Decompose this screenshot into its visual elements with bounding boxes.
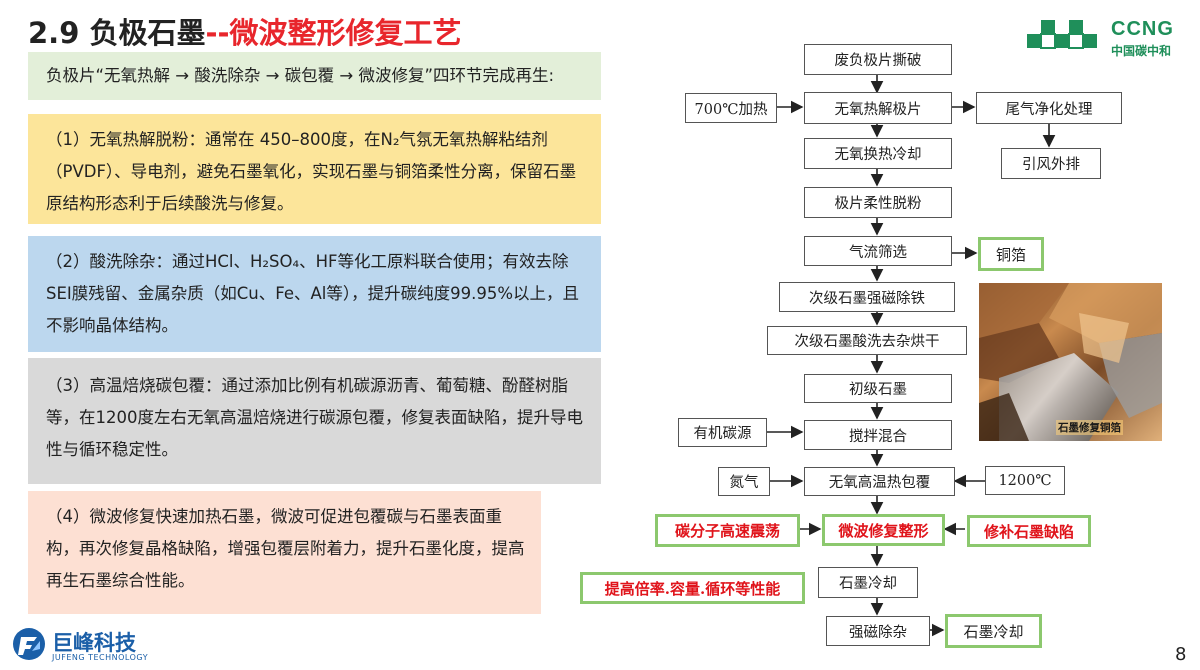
flow-input-temperature: 1200℃ <box>985 466 1065 495</box>
flow-output-copper-foil: 铜箔 <box>978 237 1044 271</box>
flow-input-nitrogen: 氮气 <box>718 467 770 496</box>
flow-note-performance: 提高倍率.容量.循环等性能 <box>580 572 805 604</box>
flow-step-powder-removal: 极片柔性脱粉 <box>804 187 952 218</box>
flow-step-graphite-cooling: 石墨冷却 <box>818 567 918 598</box>
flow-note-vibration: 碳分子高速震荡 <box>655 514 800 547</box>
page-number: 8 <box>1175 644 1187 665</box>
flow-step-primary-graphite: 初级石墨 <box>804 374 952 403</box>
intro-banner: 负极片“无氧热解 → 酸洗除杂 → 碳包覆 → 微波修复”四环节完成再生: <box>28 52 601 100</box>
flow-step-pyrolysis: 无氧热解极片 <box>804 92 952 124</box>
flow-tail-gas-treatment: 尾气净化处理 <box>976 92 1122 124</box>
flow-input-organic-carbon: 有机碳源 <box>678 418 767 447</box>
copper-foil-photo <box>979 283 1162 441</box>
step-3-panel: （3）高温焙烧碳包覆：通过添加比例有机碳源沥青、葡萄糖、酚醛树脂等，在1200度… <box>28 358 601 484</box>
ccng-logo-text: CCNG <box>1111 18 1174 40</box>
flow-step-cooling: 无氧换热冷却 <box>804 138 952 169</box>
title-sub: --微波整形修复工艺 <box>205 16 462 50</box>
step-4-panel: （4）微波修复快速加热石墨，微波可促进包覆碳与石墨表面重构，再次修复晶格缺陷，增… <box>28 491 541 614</box>
step-2-panel: （2）酸洗除杂：通过HCl、H₂SO₄、HF等化工原料联合使用；有效去除SEI膜… <box>28 236 601 352</box>
flow-note-defect-repair: 修补石墨缺陷 <box>967 515 1091 547</box>
photo-caption: 石墨修复铜箔 <box>1056 420 1123 435</box>
company-name: 巨峰科技 <box>52 631 136 655</box>
flow-output-graphite-cooling: 石墨冷却 <box>945 614 1042 648</box>
flow-step-air-sieving: 气流筛选 <box>804 236 952 266</box>
jufeng-logo-icon <box>13 628 45 660</box>
page-title: 2.9 负极石墨--微波整形修复工艺 <box>28 10 462 52</box>
flow-step-microwave-repair: 微波修复整形 <box>822 514 945 546</box>
flow-step-coating: 无氧高温热包覆 <box>804 467 955 496</box>
flow-input-heating: 700℃加热 <box>685 93 777 123</box>
flow-step-mixing: 搅拌混合 <box>804 420 952 450</box>
flow-step-acid-wash: 次级石墨酸洗去杂烘干 <box>767 326 967 355</box>
flow-step-magnetic-impurity-removal: 强磁除杂 <box>826 616 930 646</box>
company-name-en: JUFENG TECHNOLOGY <box>52 653 149 662</box>
title-main: 2.9 负极石墨 <box>28 16 206 50</box>
ccng-logo-subtext: 中国碳中和 <box>1111 44 1172 58</box>
ccng-logo-icon <box>1027 20 1097 49</box>
flow-step-shred: 废负极片撕破 <box>804 44 952 75</box>
flow-step-magnetic-iron-removal: 次级石墨强磁除铁 <box>779 282 955 312</box>
flow-exhaust: 引风外排 <box>1001 148 1101 179</box>
step-1-panel: （1）无氧热解脱粉：通常在 450–800度，在N₂气氛无氧热解粘结剂（PVDF… <box>28 114 601 224</box>
